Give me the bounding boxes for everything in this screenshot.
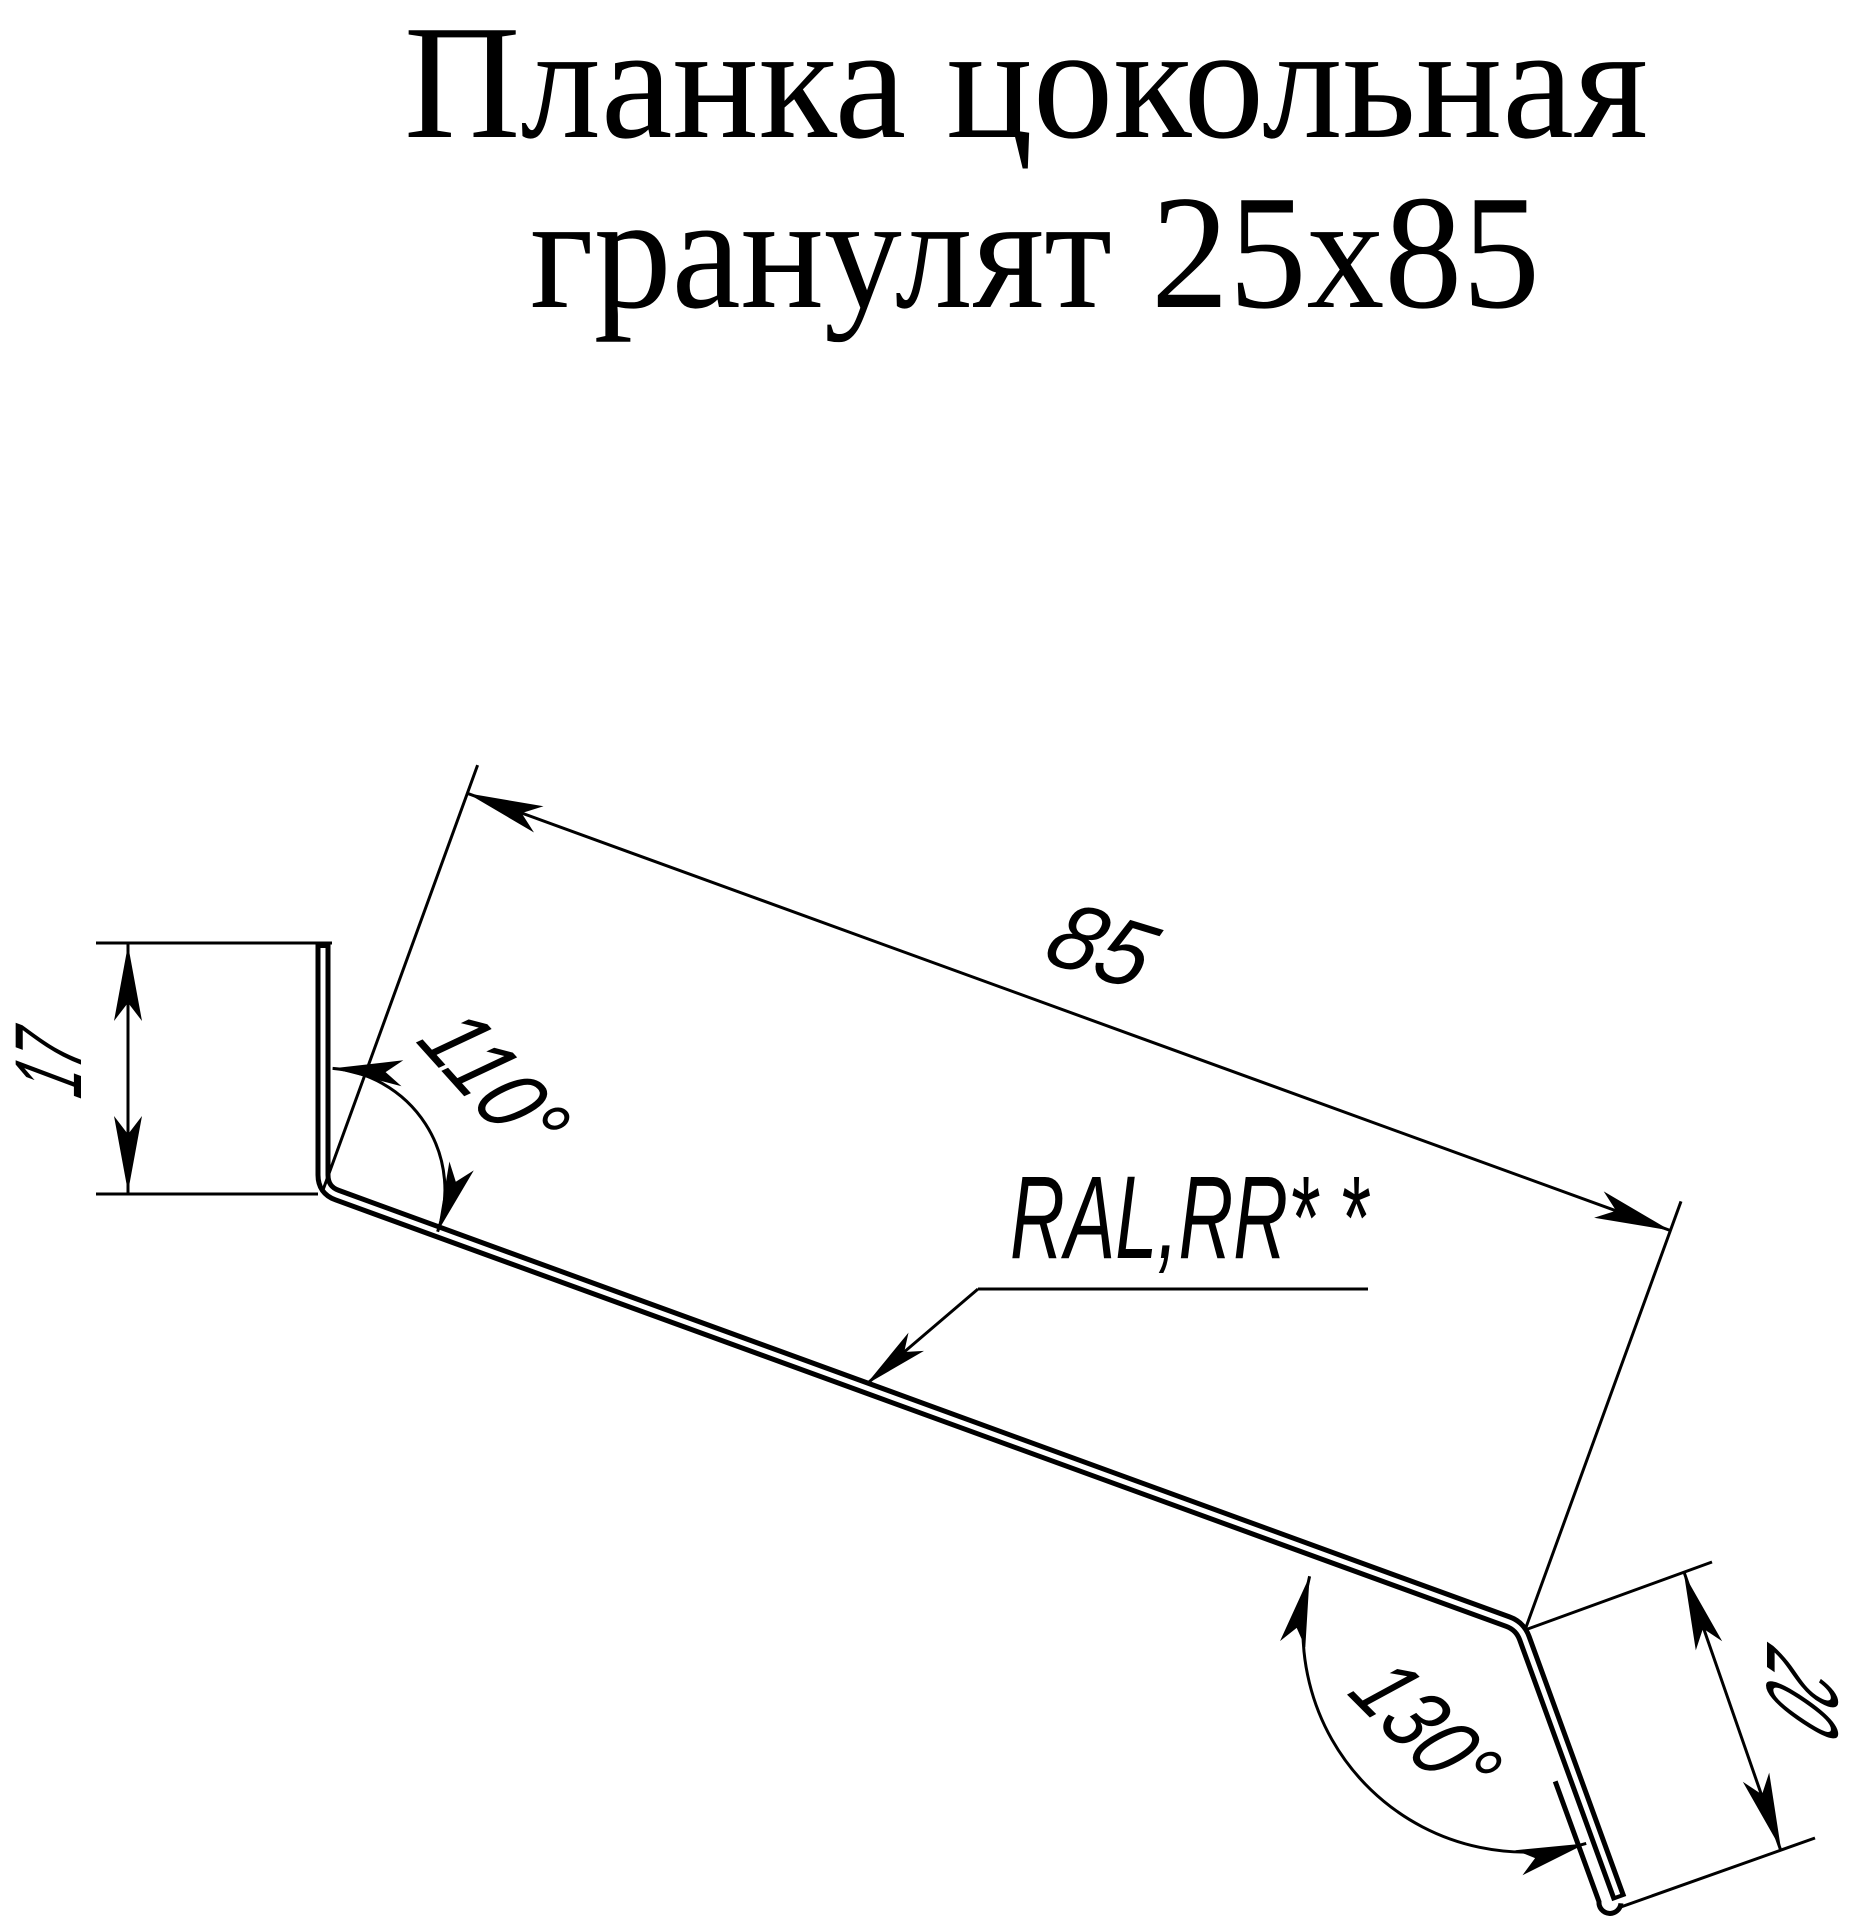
svg-text:Планка цокольная: Планка цокольная: [404, 0, 1648, 173]
svg-text:гранулят 25х85: гранулят 25х85: [530, 163, 1540, 343]
svg-text:RAL,RR* *: RAL,RR* *: [1010, 1152, 1371, 1284]
